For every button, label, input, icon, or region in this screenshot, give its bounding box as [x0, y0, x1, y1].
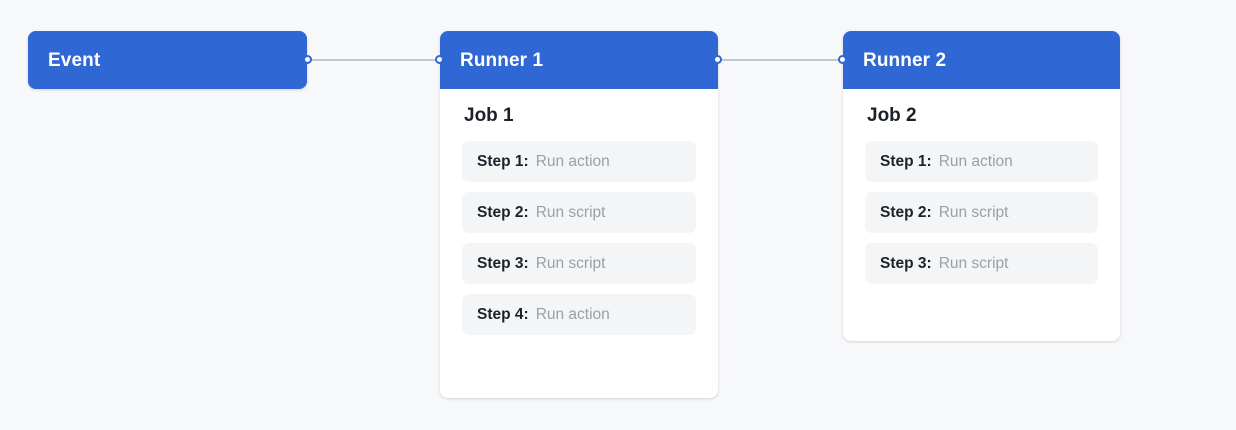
node-event-title: Event — [48, 49, 101, 71]
step-label: Step 1: — [880, 152, 932, 170]
node-runner2-title: Runner 2 — [863, 49, 947, 71]
step-item[interactable]: Step 3: Run script — [462, 243, 696, 284]
node-runner1-body: Job 1 Step 1: Run action Step 2: Run scr… — [440, 89, 718, 355]
step-value: Run action — [535, 152, 610, 170]
node-runner1[interactable]: Runner 1 Job 1 Step 1: Run action Step 2… — [440, 31, 718, 398]
step-label: Step 2: — [477, 203, 529, 221]
step-item[interactable]: Step 3: Run script — [865, 243, 1098, 284]
connector-handle-runner1-output[interactable] — [713, 55, 722, 64]
job-title-runner2: Job 2 — [867, 105, 917, 126]
step-item[interactable]: Step 4: Run action — [462, 294, 696, 335]
job-title-runner1: Job 1 — [464, 105, 514, 126]
node-runner1-header: Runner 1 — [440, 31, 718, 89]
step-value: Run script — [938, 203, 1009, 221]
connector-handle-runner2-input[interactable] — [838, 55, 847, 64]
edge-event-to-runner1 — [307, 59, 444, 61]
step-item[interactable]: Step 1: Run action — [462, 141, 696, 182]
step-label: Step 3: — [880, 254, 932, 272]
connector-handle-runner1-input[interactable] — [435, 55, 444, 64]
step-list-runner2: Step 1: Run action Step 2: Run script St… — [865, 141, 1098, 284]
step-value: Run action — [938, 152, 1013, 170]
node-runner2-header: Runner 2 — [843, 31, 1120, 89]
step-label: Step 4: — [477, 305, 529, 323]
node-runner2[interactable]: Runner 2 Job 2 Step 1: Run action Step 2… — [843, 31, 1120, 341]
step-label: Step 2: — [880, 203, 932, 221]
step-item[interactable]: Step 2: Run script — [462, 192, 696, 233]
node-runner2-body: Job 2 Step 1: Run action Step 2: Run scr… — [843, 89, 1120, 304]
step-value: Run script — [535, 203, 606, 221]
step-value: Run script — [938, 254, 1009, 272]
edge-runner1-to-runner2 — [717, 59, 846, 61]
node-runner1-title: Runner 1 — [460, 49, 544, 71]
step-item[interactable]: Step 2: Run script — [865, 192, 1098, 233]
step-list-runner1: Step 1: Run action Step 2: Run script St… — [462, 141, 696, 335]
step-label: Step 1: — [477, 152, 529, 170]
step-item[interactable]: Step 1: Run action — [865, 141, 1098, 182]
connector-handle-event-output[interactable] — [303, 55, 312, 64]
node-event[interactable]: Event — [28, 31, 307, 89]
step-value: Run script — [535, 254, 606, 272]
node-event-header: Event — [28, 31, 307, 89]
step-value: Run action — [535, 305, 610, 323]
step-label: Step 3: — [477, 254, 529, 272]
